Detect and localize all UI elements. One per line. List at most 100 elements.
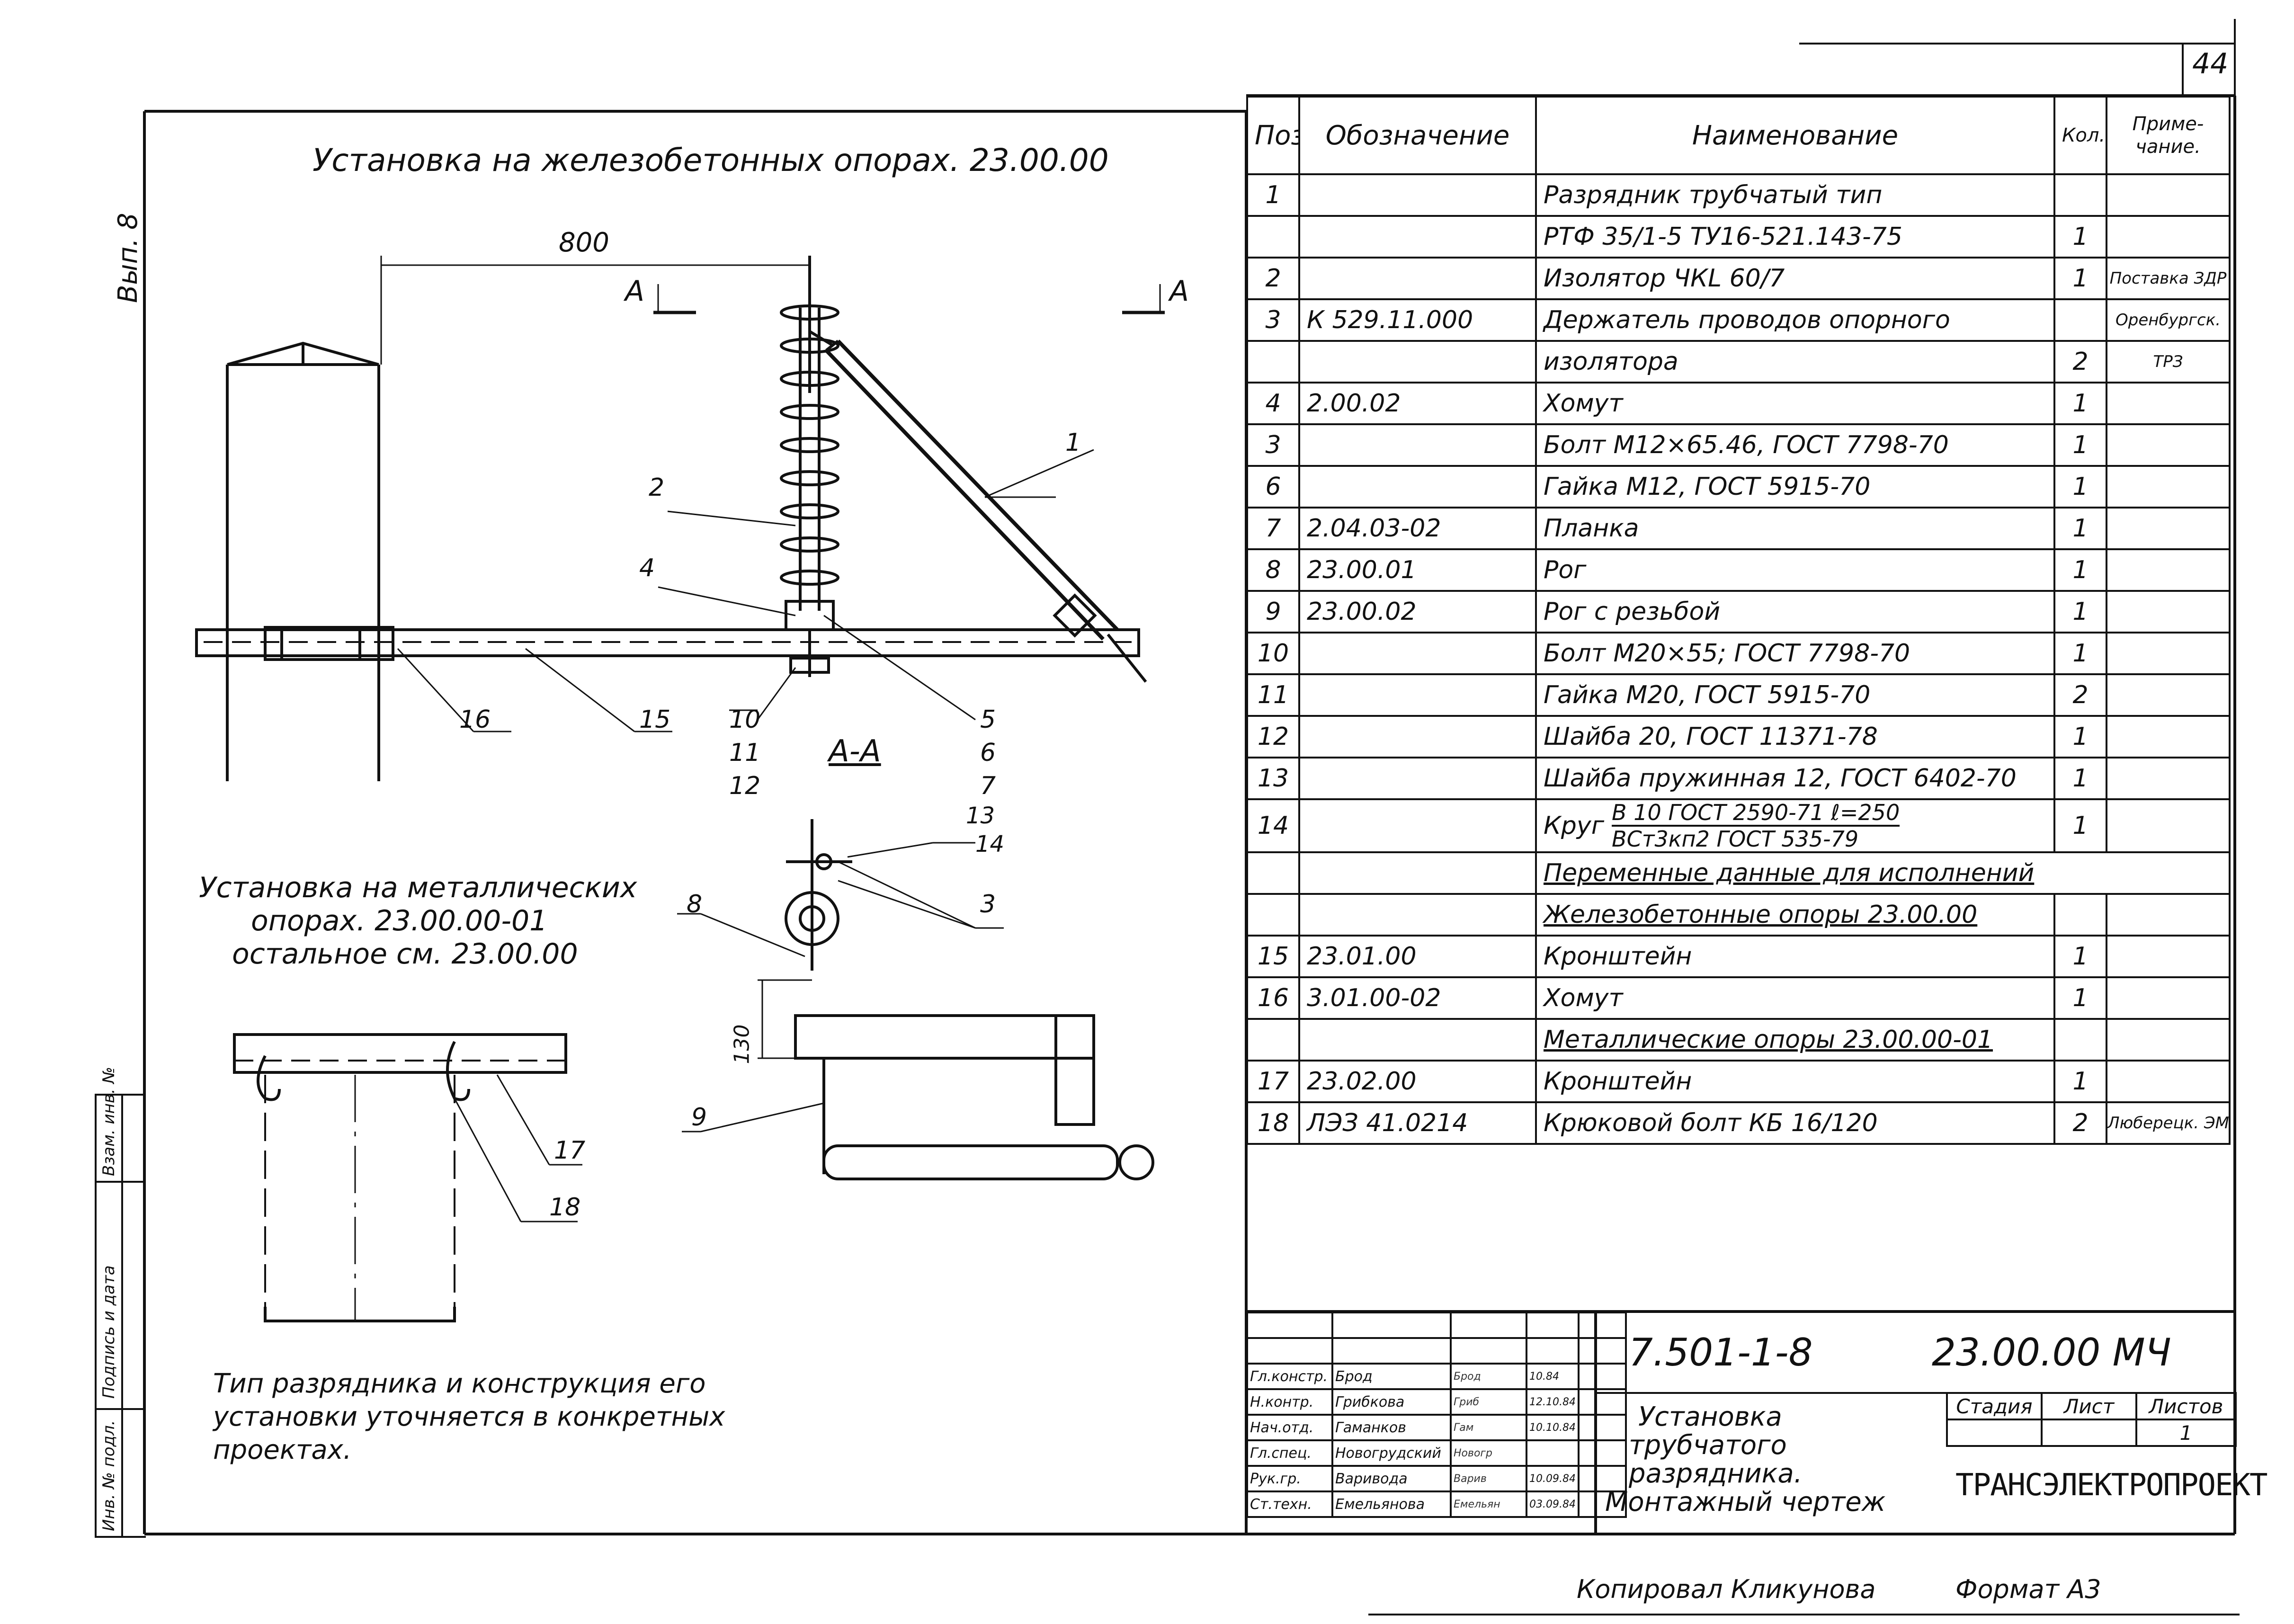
cell-code: 2.04.03-02 (1298, 507, 1537, 550)
cell-code (1298, 340, 1537, 384)
strip-cell-inv: Инв. № подл. (99, 1420, 118, 1531)
section-mark-left: А (625, 275, 645, 308)
cell-qty: 1 (2053, 1060, 2107, 1103)
cell-code: 2.00.02 (1298, 382, 1537, 425)
sheet-label: Лист (2041, 1392, 2137, 1420)
callout-15: 15 (639, 705, 671, 734)
cell-pos: 11 (1246, 673, 1300, 717)
callout-11: 11 (729, 739, 761, 767)
cell-pos (1246, 851, 1300, 895)
sig-name: Емельянова (1331, 1490, 1452, 1518)
cell-code (1298, 423, 1537, 467)
title-line-3: разрядника. (1629, 1458, 1803, 1489)
cell-name: Хомут (1535, 382, 2055, 425)
cell-note (2106, 893, 2231, 937)
copied-by: Копировал Кликунова (1577, 1574, 1876, 1604)
sig-mark: Варив (1450, 1465, 1527, 1492)
section-mark-right: А (1169, 275, 1189, 308)
sig-mark: Новогр (1450, 1439, 1527, 1467)
cell-name: Кронштейн (1535, 1060, 2055, 1103)
cell-qty: 2 (2053, 673, 2107, 717)
left-stamp-strip: Инв. № подл. Подпись и дата Взам. инв. № (95, 1067, 146, 1538)
callout-12: 12 (729, 772, 761, 800)
callout-16: 16 (459, 705, 491, 734)
cell-name-top: В 10 ГОСТ 2590-71 ℓ=250 (1612, 801, 1900, 827)
cell-name: Переменные данные для исполнений (1535, 851, 2231, 895)
cell-pos: 3 (1246, 423, 1300, 467)
page-number: 44 (2192, 47, 2229, 80)
cell-code: 3.01.00-02 (1298, 976, 1537, 1020)
cell-pos: 17 (1246, 1060, 1300, 1103)
cell-note (2106, 173, 2231, 217)
cell-qty: 1 (2053, 382, 2107, 425)
cell-name: Кронштейн (1535, 935, 2055, 978)
cell-note (2106, 632, 2231, 675)
header-name: Наименование (1535, 96, 2055, 175)
sig-empty (1578, 1465, 1627, 1492)
cell-qty: 1 (2053, 423, 2107, 467)
cell-code: 23.01.00 (1298, 935, 1537, 978)
sig-date: 10.84 (1526, 1363, 1580, 1390)
sig-mark: Гам (1450, 1414, 1527, 1441)
cell-note (2106, 935, 2231, 978)
cell-pos: 3 (1246, 298, 1300, 342)
cell-code: 23.00.01 (1298, 548, 1537, 592)
sig-role: Рук.гр. (1246, 1465, 1333, 1492)
cell-qty: 1 (2053, 935, 2107, 978)
title-line-4: Монтажный чертеж (1605, 1487, 1886, 1517)
sig-name: Новогрудский (1331, 1439, 1452, 1467)
cell-note (2106, 507, 2231, 550)
sig-date (1526, 1439, 1580, 1467)
sig-mark: Гриб (1450, 1388, 1527, 1416)
arrester-1-drawing (809, 330, 1147, 683)
callout-4: 4 (639, 554, 655, 582)
cell-pos: 16 (1246, 976, 1300, 1020)
sig-role: Нач.отд. (1246, 1414, 1333, 1441)
cell-qty: 1 (2053, 976, 2107, 1020)
cell-code (1298, 1018, 1537, 1062)
sig-mark: Емельян (1450, 1490, 1527, 1518)
dim-130-label: 130 (730, 1024, 754, 1064)
sheet-frame (144, 110, 1248, 1534)
cell-code (1298, 757, 1537, 800)
doc-code: 23.00.00 МЧ (1932, 1330, 2171, 1374)
cell-code (1298, 851, 1537, 895)
dim-800-drawing (380, 256, 811, 365)
cell-qty (2053, 298, 2107, 342)
cell-name: Болт М12×65.46, ГОСТ 7798-70 (1535, 423, 2055, 467)
cell-qty: 1 (2053, 465, 2107, 509)
cell-pos (1246, 340, 1300, 384)
cell-note: ТРЗ (2106, 340, 2231, 384)
cell-name: Крюковой болт КБ 16/120 (1535, 1101, 2055, 1145)
header-qty: Кол. (2053, 96, 2107, 175)
cell-pos: 6 (1246, 465, 1300, 509)
cell-qty (2053, 893, 2107, 937)
cell-name: Железобетонные опоры 23.00.00 (1535, 893, 2055, 937)
metal-view-title-1: Установка на металлических (199, 871, 637, 904)
cell-qty: 1 (2053, 632, 2107, 675)
cell-note (2106, 715, 2231, 758)
cell-note (2106, 382, 2231, 425)
organization-name: ТРАНСЭЛЕКТРОПРОЕКТ (1955, 1468, 2268, 1503)
callout-7: 7 (980, 772, 996, 800)
cell-pos: 13 (1246, 757, 1300, 800)
cell-pos: 12 (1246, 715, 1300, 758)
callout-14: 14 (975, 831, 1005, 857)
sig-name: Варивода (1331, 1465, 1452, 1492)
sig-empty (1578, 1439, 1627, 1467)
callout-13: 13 (966, 803, 995, 829)
